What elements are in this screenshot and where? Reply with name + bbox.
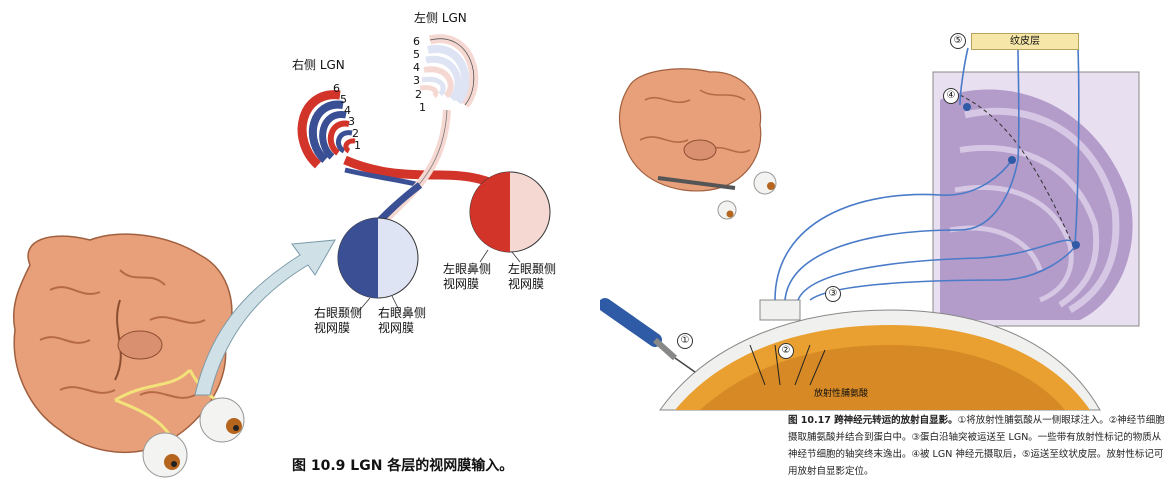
figure-caption-10-9: 图 10.9 LGN 各层的视网膜输入。 [292,458,514,474]
projection-arrow [194,239,336,396]
autoradiography-diagram: 纹皮层 ⑤ ④ ③ ② ① 放射性脯氨酸 图 10.17 跨神经元转运的放射自显… [600,0,1172,485]
lgn-slice-image [932,71,1140,327]
step-2-marker: ② [778,343,794,359]
step-4-marker: ④ [943,88,959,104]
left-lgn-label: 左侧 LGN [414,11,467,25]
axon-paths [774,47,1080,301]
caption-body: ①将放射性脯氨酸从一侧眼球注入。②神经节细胞摄取脯氨酸并结合到蛋白中。③蛋白沿轴… [788,415,1165,477]
step-5-marker: ⑤ [950,33,966,49]
right-lgn-layer-6: 6 [333,82,340,95]
tracer-label: 放射性脯氨酸 [814,389,869,399]
left-lgn [419,34,479,108]
tract-blue [344,167,421,188]
right-nasal-retina-label: 右眼鼻侧 视网膜 [378,306,427,335]
uptake-arrows [749,344,826,386]
left-nasal-retina-label: 左眼鼻侧 视网膜 [443,262,492,291]
left-lgn-layer-3: 3 [413,74,420,87]
lgn-neuron-3 [1072,241,1080,249]
right-lgn-layer-4: 4 [344,104,351,117]
left-lgn-layer-2: 2 [415,88,422,101]
left-lgn-layer-4: 4 [413,61,420,74]
right-lgn [297,90,356,169]
right-lgn-layer-3: 3 [348,115,355,128]
right-temporal-retina-label: 右眼颞侧 视网膜 [314,306,363,335]
lgn-layer-diagram: 右侧 LGN 左侧 LGN 6 5 4 3 2 1 6 5 4 3 2 1 右眼… [12,11,557,478]
lgn-neuron-2 [1008,156,1016,164]
right-lgn-layer-5: 5 [340,93,347,106]
right-lgn-layer-2: 2 [352,127,359,140]
small-syringe [657,176,736,190]
left-lgn-layer-5: 5 [413,48,420,61]
right-lgn-layer-1: 1 [354,139,361,152]
figure-caption-10-17: 图 10.17 跨神经元转运的放射自显影。①将放射性脯氨酸从一侧眼球注入。②神经… [788,412,1168,480]
step-1-marker: ① [677,333,693,349]
right-retina [337,217,419,299]
step-3-marker: ③ [825,286,841,302]
eyeballs [142,397,245,478]
left-lgn-layer-1: 1 [419,101,426,114]
caption-title: 图 10.17 跨神经元转运的放射自显影。 [788,415,958,426]
brain-illustration [12,233,233,454]
right-lgn-label: 右侧 LGN [292,58,345,72]
striate-cortex-box: 纹皮层 [971,33,1079,50]
left-retina [469,171,551,253]
left-lgn-layer-6: 6 [413,35,420,48]
left-temporal-retina-label: 左眼颞侧 视网膜 [508,262,557,291]
large-syringe [600,298,696,373]
lgn-diagram-svg [12,34,551,478]
lgn-neuron-1 [963,103,971,111]
small-brain-illustration [619,68,762,192]
